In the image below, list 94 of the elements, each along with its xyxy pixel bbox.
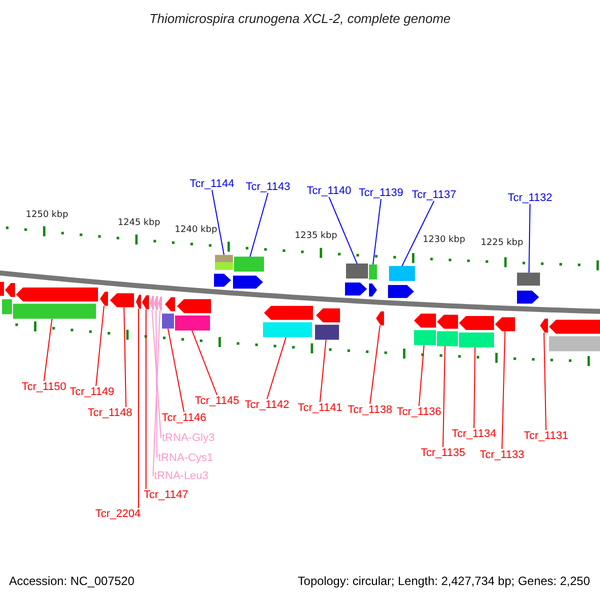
gene-feature <box>142 295 149 310</box>
leader-line <box>320 339 326 402</box>
feature-box <box>2 299 12 314</box>
leader-line <box>474 347 476 428</box>
gene-label: Tcr_1142 <box>244 399 290 411</box>
gene-feature <box>369 283 377 296</box>
feature-box <box>459 332 494 348</box>
leader-line <box>152 309 162 438</box>
feature-box <box>437 331 458 346</box>
leader-line <box>370 324 380 404</box>
feature-box <box>175 316 210 331</box>
scale-label: 1245 kbp <box>118 217 160 229</box>
leader-line <box>402 200 434 266</box>
feature-box <box>263 322 312 338</box>
gene-feature <box>177 299 211 314</box>
gene-feature <box>264 306 313 320</box>
gene-feature <box>150 296 154 310</box>
trna-label: tRNA-Gly3 <box>162 432 215 444</box>
leader-line <box>212 190 224 256</box>
leader-line <box>192 330 218 396</box>
leader-line <box>152 310 160 476</box>
gene-feature <box>459 316 494 330</box>
leader-line <box>266 336 286 400</box>
gene-label: Tcr_1135 <box>420 447 466 459</box>
gene-label: Tcr_1132 <box>508 192 552 204</box>
gene-label: Tcr_2204 <box>95 508 141 520</box>
scale-label: 1250 kbp <box>26 209 68 221</box>
gene-feature <box>376 311 384 326</box>
gene-feature <box>388 284 414 298</box>
gene-feature <box>517 290 539 304</box>
gene-label: Tcr_1134 <box>452 428 496 440</box>
gene-feature <box>495 317 515 332</box>
leader-line <box>156 310 158 458</box>
gene-feature <box>233 276 263 289</box>
footer-text: Topology: circular; Length: 2,427,734 bp; Genes: 2,250 <box>298 574 590 588</box>
leader-line <box>250 192 268 258</box>
feature-box <box>315 324 339 340</box>
gene-feature <box>316 308 340 322</box>
gene-label: Tcr_1140 <box>306 185 352 197</box>
gene-label: Tcr_1148 <box>88 407 132 419</box>
leader-line <box>328 196 358 264</box>
leader-line <box>44 318 52 382</box>
gene-label: Tcr_1136 <box>396 406 442 418</box>
scale-label: 1235 kbp <box>294 230 338 242</box>
gene-feature <box>136 294 141 309</box>
gene-label: Tcr_1144 <box>190 178 234 190</box>
gene-label: Tcr_1137 <box>412 189 456 201</box>
gene-feature <box>414 314 436 328</box>
trna-label: tRNA-Cys1 <box>158 452 214 464</box>
feature-box <box>215 254 233 270</box>
gene-feature <box>158 296 162 310</box>
scale-label: 1225 kbp <box>480 237 524 249</box>
feature-box <box>346 264 368 279</box>
scale-label: 1230 kbp <box>422 234 466 246</box>
leader-line <box>544 332 546 430</box>
gene-label: Tcr_1141 <box>298 402 342 414</box>
feature-box <box>369 264 377 280</box>
gene-label: Tcr_1133 <box>480 449 524 461</box>
feature-box <box>13 304 96 319</box>
footer-text: Accession: NC_007520 <box>9 574 134 588</box>
leader-line <box>418 344 424 406</box>
leader-line <box>138 308 139 508</box>
feature-box <box>549 336 600 352</box>
gene-label: Tcr_1150 <box>22 381 66 393</box>
feature-box <box>162 314 174 329</box>
gene-feature <box>214 274 231 287</box>
gene-label: Tcr_1145 <box>194 395 240 407</box>
feature-box <box>517 272 540 286</box>
gene-label: Tcr_1146 <box>162 412 206 424</box>
gene-label: Tcr_1138 <box>348 404 392 416</box>
title: Thiomicrospira crunogena XCL-2, complete genome <box>149 11 451 26</box>
gene-feature <box>100 292 108 306</box>
trna-label: tRNA-Leu3 <box>154 470 208 482</box>
leader-line <box>528 204 530 274</box>
gene-feature <box>165 297 175 312</box>
leader-line <box>168 328 184 412</box>
leader-line <box>124 306 126 408</box>
gene-feature <box>154 296 158 310</box>
gene-feature <box>437 314 458 329</box>
gene-label: Tcr_1149 <box>70 386 114 398</box>
feature-box <box>389 266 415 281</box>
feature-box <box>414 330 436 346</box>
gene-feature <box>110 293 134 308</box>
gene-label: Tcr_1143 <box>246 181 290 193</box>
leader-line <box>502 330 506 450</box>
gene-label: Tcr_1131 <box>524 430 568 442</box>
leader-line <box>96 305 104 386</box>
feature-box <box>234 256 264 272</box>
scale-label: 1240 kbp <box>174 224 218 236</box>
gene-feature <box>345 282 367 296</box>
gene-label: Tcr_1139 <box>358 187 404 199</box>
leader-line <box>442 346 446 448</box>
gene-label: Tcr_1147 <box>144 489 188 501</box>
leader-line <box>372 198 382 265</box>
